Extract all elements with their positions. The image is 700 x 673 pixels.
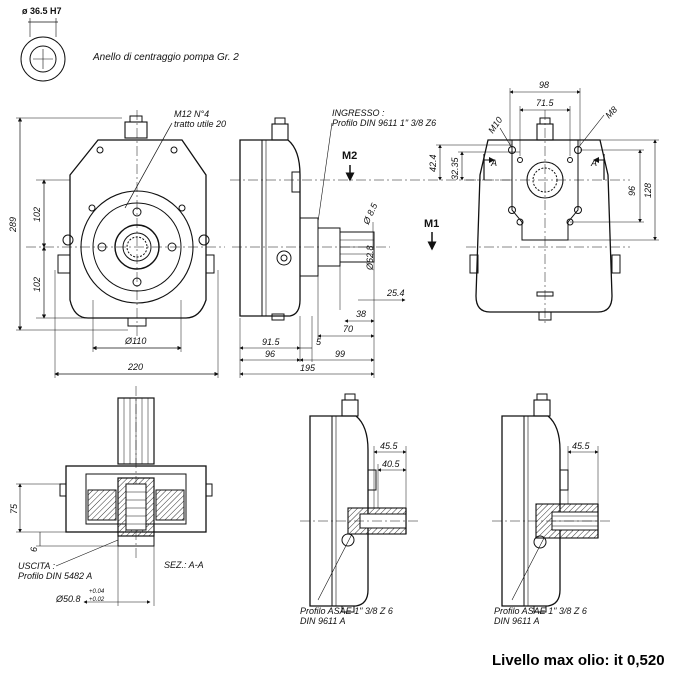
bolt-note-line1: M12 N°4 (174, 109, 210, 119)
profile-b-line2: DIN 9611 A (300, 616, 346, 626)
outlet-profile: Profilo DIN 5482 A (18, 571, 93, 581)
section-label: SEZ.: A-A (164, 560, 204, 570)
oil-level-note: Livello max olio: it 0,520 (492, 652, 665, 669)
m1-label: M1 (424, 218, 440, 230)
tolerance-lower: +0.02 (89, 597, 105, 603)
dim-96: 96 (265, 349, 276, 359)
dim-91-5: 91.5 (262, 337, 280, 347)
dim-195: 195 (300, 363, 316, 373)
ring-caption: Anello di centraggio pompa Gr. 2 (93, 52, 239, 63)
section-mark-left: A (491, 158, 498, 168)
dim-96-rear: 96 (627, 185, 637, 196)
outlet-label: USCITA : (18, 561, 56, 571)
bolt-note-line2: tratto utile 20 (174, 119, 227, 129)
dim-42-4: 42.4 (428, 154, 438, 172)
centering-ring-view (20, 18, 66, 82)
shaft-view-c (492, 393, 612, 613)
profile-b-line1: Profilo ASAE 1" 3/8 Z 6 (300, 606, 393, 616)
dim-40-5-b: 40.5 (382, 459, 400, 469)
side-view (230, 117, 510, 378)
dim-128: 128 (643, 182, 653, 198)
dim-38: 38 (356, 309, 367, 319)
dim-102-lower: 102 (32, 276, 42, 292)
profile-c-line1: Profilo ASAE 1" 3/8 Z 6 (494, 606, 587, 616)
rear-view (436, 88, 659, 325)
profile-c-line2: DIN 9611 A (494, 616, 540, 626)
dim-dia-50-8: Ø50.8 (56, 594, 81, 604)
dim-98: 98 (539, 80, 550, 90)
section-a-a-view (16, 386, 213, 606)
m2-label: M2 (342, 150, 358, 162)
dim-70: 70 (343, 324, 354, 334)
dim-75: 75 (9, 503, 19, 514)
dim-102-upper: 102 (32, 206, 42, 222)
front-view (16, 110, 225, 378)
dim-32-35: 32.35 (450, 157, 460, 180)
dim-99: 99 (335, 349, 346, 359)
ring-diameter-label: ø 36.5 H7 (22, 6, 62, 16)
dim-6: 6 (29, 546, 39, 552)
dim-220: 220 (128, 362, 144, 372)
shaft-view-b (300, 393, 420, 613)
dim-dia-62-8: Ø62.8 (365, 245, 375, 270)
dim-289: 289 (8, 216, 18, 232)
dim-dia-110: Ø110 (125, 336, 147, 346)
dim-25-4: 25.4 (387, 288, 405, 298)
tolerance-upper: +0.04 (89, 589, 105, 595)
dim-45-5-b: 45.5 (380, 441, 398, 451)
inlet-profile: Profilo DIN 9611 1" 3/8 Z6 (332, 118, 437, 128)
section-mark-right: A (591, 158, 598, 168)
inlet-label: INGRESSO : (332, 108, 385, 118)
dim-71-5: 71.5 (536, 98, 554, 108)
dim-45-5-c: 45.5 (572, 441, 590, 451)
dim-5: 5 (316, 337, 322, 347)
